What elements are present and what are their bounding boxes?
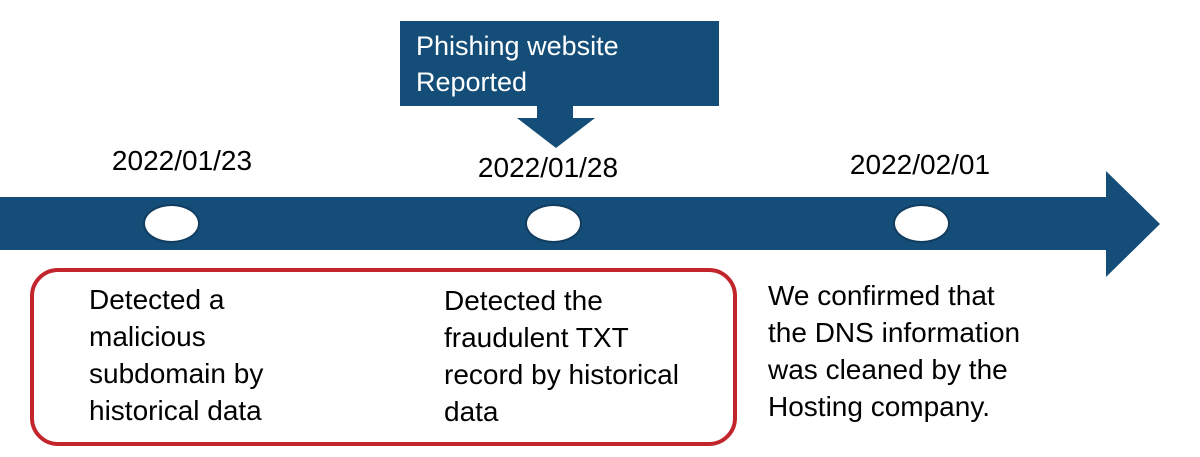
- event-marker: [893, 204, 950, 243]
- event-marker: [143, 204, 200, 243]
- callout-arrow-down-icon: [517, 102, 595, 148]
- event-date: 2022/01/23: [111, 145, 253, 176]
- event-marker: [525, 204, 582, 243]
- highlight-box: [30, 268, 737, 446]
- timeline-arrowhead-icon: [1106, 171, 1160, 277]
- event-description: We confirmed that the DNS information wa…: [768, 280, 1021, 422]
- event-description: Detected a malicious subdomain by histor…: [89, 284, 264, 426]
- event-date: 2022/01/28: [477, 152, 619, 183]
- event-date: 2022/02/01: [849, 149, 991, 180]
- callout-phishing-reported: Phishing website Reported: [400, 21, 719, 106]
- event-description: Detected the fraudulent TXT record by hi…: [444, 285, 679, 427]
